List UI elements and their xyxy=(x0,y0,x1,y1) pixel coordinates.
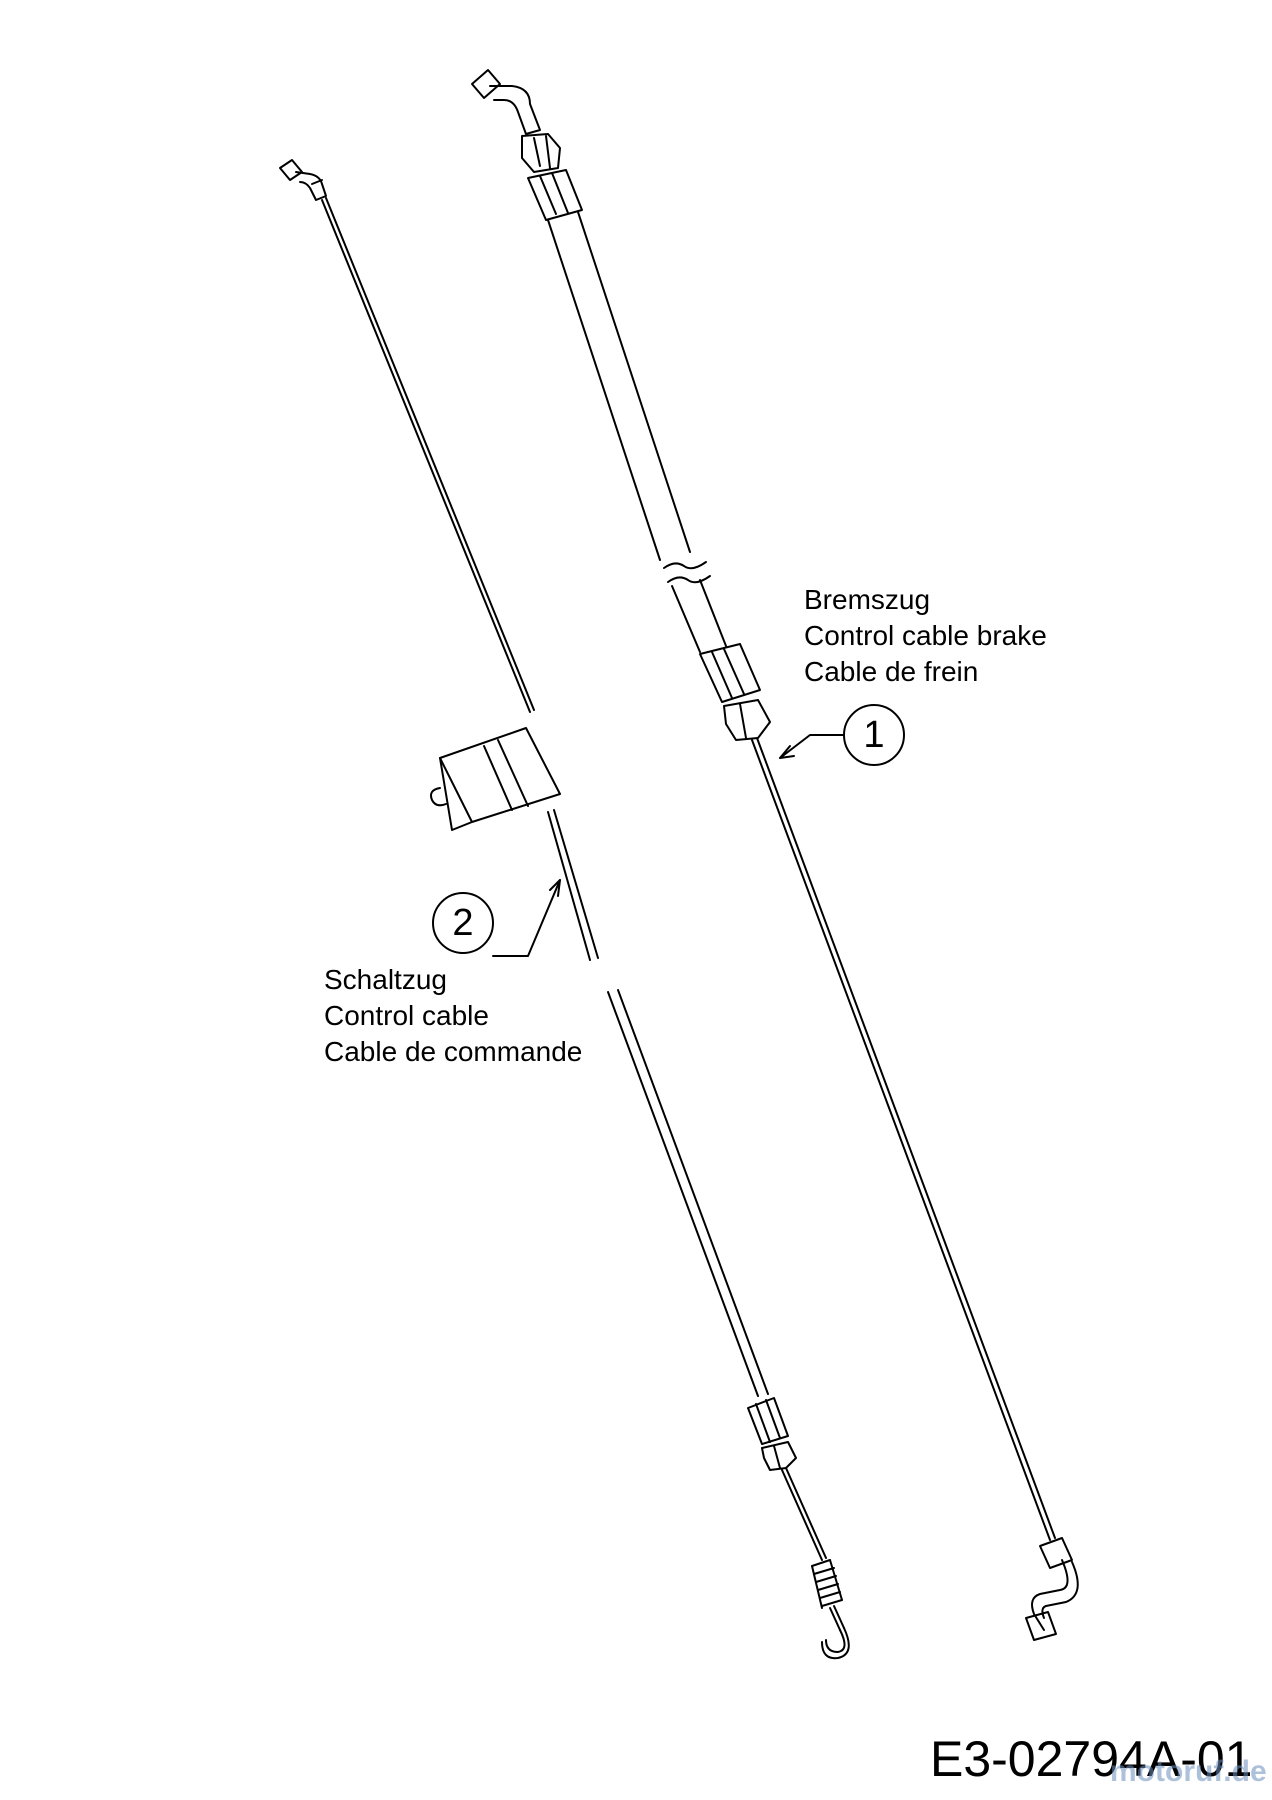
cable-2-label-fr: Cable de commande xyxy=(324,1036,583,1067)
cable-2-end-hook xyxy=(821,1605,850,1660)
callout-1-number: 1 xyxy=(863,714,885,756)
cable-1-label-de: Bremszug xyxy=(804,584,931,615)
cable-2-bracket xyxy=(430,727,561,831)
cable-1-break-mark xyxy=(663,561,707,570)
cable-1-top-clip xyxy=(521,133,561,173)
cable-2-leader xyxy=(492,879,561,957)
watermark-logo: motoruf.de xyxy=(1110,1755,1267,1788)
cable-1-lower-clip xyxy=(723,699,771,741)
cable-1-lower-ferrule xyxy=(699,643,761,703)
callout-1-circle xyxy=(843,704,905,766)
cable-2-lower-clip xyxy=(761,1441,797,1471)
cable-2-control xyxy=(279,159,850,1660)
cable-1-label-en: Control cable brake xyxy=(804,620,1047,651)
cable-1-leader xyxy=(779,734,845,759)
cable-2-lower-ferrule xyxy=(747,1397,789,1445)
callout-2-number: 2 xyxy=(452,902,474,944)
drawing-code: E3-02794A-01 xyxy=(930,1731,1253,1787)
cable-2-label: Schaltzug Control cable Cable de command… xyxy=(324,962,582,1070)
cable-2-sheath-lower xyxy=(607,991,759,1397)
callout-2-circle xyxy=(432,892,494,954)
cable-2-top-hook xyxy=(279,159,327,201)
cable-1-top-ferrule xyxy=(527,169,583,221)
cable-1-bottom-hook xyxy=(1025,1537,1079,1641)
cable-1-label: Bremszug Control cable brake Cable de fr… xyxy=(804,582,1047,690)
cable-2-spring xyxy=(811,1559,843,1609)
cable-2-label-de: Schaltzug xyxy=(324,964,447,995)
cable-1-label-fr: Cable de frein xyxy=(804,656,979,687)
cable-1-brake xyxy=(471,69,1079,1641)
cable-1-top-hook xyxy=(471,69,541,135)
cable-2-label-en: Control cable xyxy=(324,1000,489,1031)
